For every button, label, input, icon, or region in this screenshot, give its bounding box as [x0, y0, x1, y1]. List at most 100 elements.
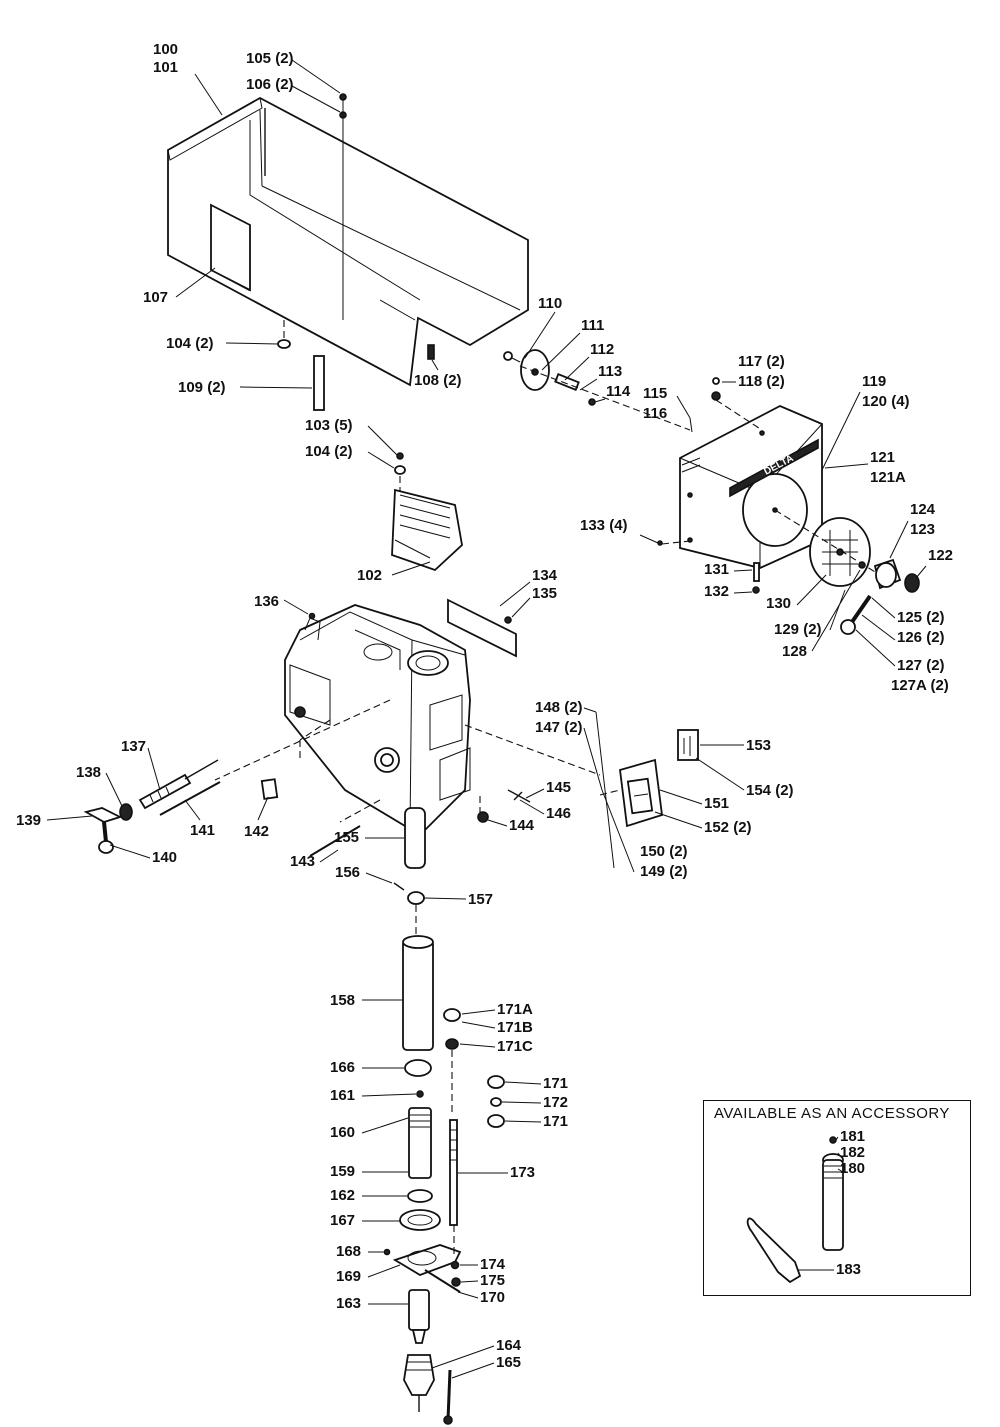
- ring-162: [407, 1189, 433, 1203]
- screw-131: [752, 562, 760, 594]
- part-label: 141: [190, 822, 215, 839]
- part-label: 146: [546, 805, 571, 822]
- accessory-title: AVAILABLE AS AN ACCESSORY: [714, 1105, 950, 1122]
- part-label: 119: [862, 373, 886, 390]
- part-label: 121: [870, 449, 895, 466]
- part-label: 161: [330, 1087, 355, 1104]
- rod-141: [159, 781, 221, 816]
- part-161: [416, 1090, 424, 1098]
- part-128: [858, 561, 866, 569]
- part-label: 168: [336, 1243, 361, 1260]
- ring-167: [399, 1209, 441, 1231]
- part-138: [119, 803, 133, 821]
- part-label: 121A: [870, 469, 906, 486]
- part-label: 182: [840, 1144, 865, 1161]
- part-label: 127A (2): [891, 677, 949, 694]
- plate-134: [447, 598, 517, 658]
- dial-130: [809, 517, 871, 587]
- part-115: [689, 417, 693, 433]
- part-label: 180: [840, 1160, 865, 1177]
- strip-109: [313, 355, 325, 411]
- spindle-160: [408, 1107, 432, 1179]
- part-label: 113: [598, 363, 622, 380]
- bracket-102: [391, 488, 463, 572]
- head-casting: [284, 604, 471, 837]
- part-label: 107: [143, 289, 168, 306]
- part-label: 172: [543, 1094, 568, 1111]
- part-label: 109 (2): [178, 379, 226, 396]
- part-label: 175: [480, 1272, 505, 1289]
- quill-155: [404, 807, 426, 869]
- part-label: 145: [546, 779, 571, 796]
- part-label: 170: [480, 1289, 505, 1306]
- part-label: 140: [152, 849, 177, 866]
- motor-housing-121: DELTA: [679, 405, 823, 569]
- cap-122: [904, 573, 920, 593]
- part-label: 104 (2): [305, 443, 353, 460]
- part-label: 103 (5): [305, 417, 353, 434]
- part-label: 118 (2): [738, 373, 785, 390]
- chuck-164: [403, 1354, 435, 1412]
- part-label: 115: [643, 385, 667, 402]
- plate-153: [677, 729, 699, 761]
- part-label: 153: [746, 737, 771, 754]
- part-label: 156: [335, 864, 360, 881]
- part-label: 142: [244, 823, 269, 840]
- rod-173: [449, 1119, 458, 1226]
- part-label: 171: [543, 1075, 568, 1092]
- part-label: 117 (2): [738, 353, 785, 370]
- part-label: 125 (2): [897, 609, 945, 626]
- screw-105: [339, 93, 347, 320]
- part-label: 150 (2): [640, 843, 688, 860]
- part-label: 147 (2): [535, 719, 583, 736]
- sleeve-158: [402, 935, 434, 1051]
- part-label: 157: [468, 891, 493, 908]
- part-label: 155: [334, 829, 359, 846]
- screw-117: [711, 377, 763, 431]
- part-label: 149 (2): [640, 863, 688, 880]
- part-label: 144: [509, 817, 535, 834]
- leader-lines: [46, 59, 927, 1379]
- part-label: 171: [543, 1113, 568, 1130]
- part-label: 162: [330, 1187, 355, 1204]
- part-label: 151: [704, 795, 729, 812]
- bracket-169: [392, 1244, 462, 1276]
- part-label: 129 (2): [774, 621, 822, 638]
- part-156: [393, 882, 405, 891]
- part-171A: [443, 1008, 461, 1050]
- nut-144: [477, 811, 489, 823]
- part-label: 171B: [497, 1019, 533, 1036]
- part-label: 122: [928, 547, 953, 564]
- wrench-183: [746, 1217, 802, 1284]
- part-label: 126 (2): [897, 629, 945, 646]
- switch-151: [619, 758, 663, 828]
- pulley-110: [503, 349, 550, 391]
- part-label: 131: [704, 561, 729, 578]
- part-label: 124: [910, 501, 936, 518]
- part-label: 148 (2): [535, 699, 583, 716]
- part-label: 160: [330, 1124, 355, 1141]
- part-label: 110: [538, 295, 562, 312]
- ring-166: [404, 1059, 432, 1077]
- part-label: 132: [704, 583, 729, 600]
- part-label: 105 (2): [246, 50, 294, 67]
- belt-guard-window-107: [210, 203, 251, 292]
- part-label: 164: [496, 1337, 522, 1354]
- handle-139: [83, 807, 123, 854]
- plate-142: [260, 778, 279, 800]
- part-label: 134: [532, 567, 558, 584]
- part-label: 130: [766, 595, 791, 612]
- part-label: 104 (2): [166, 335, 214, 352]
- part-label: 174: [480, 1256, 506, 1273]
- part-174: [450, 1260, 461, 1287]
- part-label: 139: [16, 812, 41, 829]
- part-label: 165: [496, 1354, 521, 1371]
- part-label: 181: [840, 1128, 865, 1145]
- part-label: 163: [336, 1295, 361, 1312]
- part-label: 102: [357, 567, 382, 584]
- part-157: [407, 891, 425, 905]
- part-label: 133 (4): [580, 517, 628, 534]
- part-label: 136: [254, 593, 279, 610]
